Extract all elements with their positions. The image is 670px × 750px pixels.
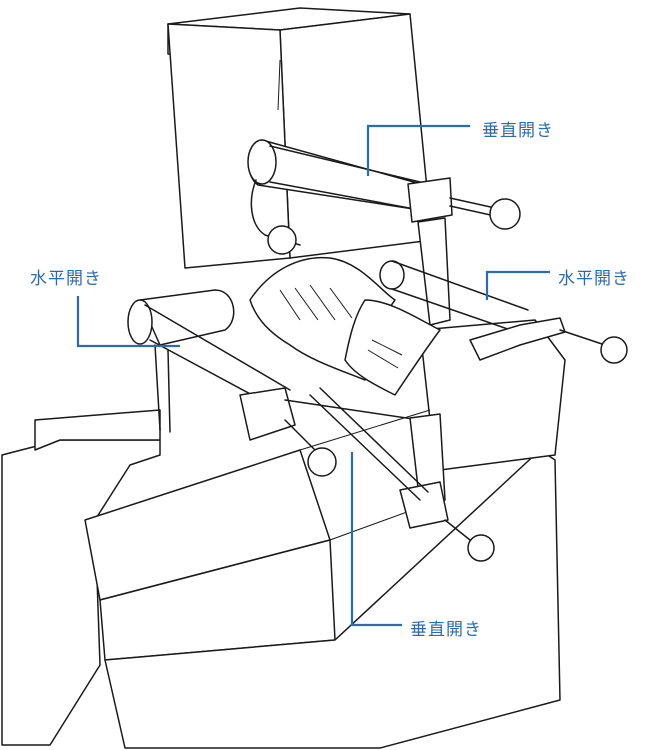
upper-bracket xyxy=(407,177,521,326)
label-horizontal-left: 水平開き xyxy=(30,269,102,289)
right-roller xyxy=(379,260,628,364)
rear-tower xyxy=(167,7,433,269)
fabric-sheet xyxy=(249,256,441,396)
label-vertical-bottom: 垂直開き xyxy=(410,620,482,640)
label-horizontal-right: 水平開き xyxy=(558,269,630,289)
leader-lines xyxy=(76,124,550,627)
lower-bracket xyxy=(239,387,495,562)
upper-roller xyxy=(247,139,429,255)
label-vertical-top: 垂直開き xyxy=(482,121,554,141)
base-block xyxy=(1,319,566,749)
